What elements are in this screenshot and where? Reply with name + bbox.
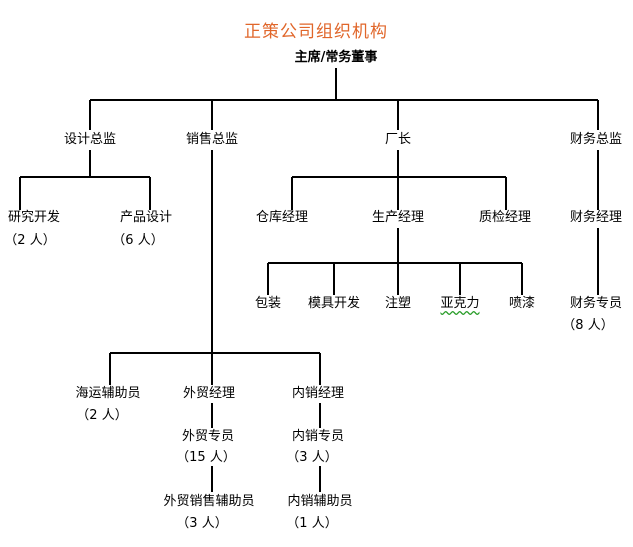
node-shipping-assistant-count: （2 人） bbox=[76, 408, 128, 423]
node-foreign-trade-staff-count: （15 人） bbox=[176, 450, 236, 465]
node-foreign-trade-manager: 外贸经理 bbox=[182, 386, 236, 401]
node-product-design-count: （6 人） bbox=[112, 233, 164, 248]
node-domestic-sales-assistant-count: （1 人） bbox=[286, 516, 338, 531]
node-acrylic: 亚克力 bbox=[440, 296, 480, 311]
node-product-design: 产品设计 bbox=[119, 210, 173, 225]
node-production-manager: 生产经理 bbox=[371, 210, 425, 225]
node-warehouse-manager: 仓库经理 bbox=[255, 210, 309, 225]
node-domestic-sales-assistant: 内销辅助员 bbox=[287, 494, 353, 509]
node-spray-paint: 喷漆 bbox=[508, 296, 536, 311]
node-rnd-count: （2 人） bbox=[4, 233, 56, 248]
node-shipping-assistant: 海运辅助员 bbox=[75, 386, 141, 401]
node-mold-dev: 模具开发 bbox=[307, 296, 361, 311]
node-injection: 注塑 bbox=[384, 296, 412, 311]
node-rnd: 研究开发 bbox=[7, 210, 61, 225]
node-finance-staff: 财务专员 bbox=[569, 296, 623, 311]
node-design-director: 设计总监 bbox=[63, 132, 117, 147]
node-finance-manager: 财务经理 bbox=[569, 210, 623, 225]
node-finance-staff-count: （8 人） bbox=[562, 318, 614, 333]
node-finance-director: 财务总监 bbox=[569, 132, 623, 147]
node-domestic-sales-staff: 内销专员 bbox=[291, 429, 345, 444]
chart-title: 正策公司组织机构 bbox=[244, 22, 388, 42]
node-chairman: 主席/常务董事 bbox=[294, 50, 378, 65]
node-factory-director: 厂长 bbox=[384, 132, 412, 147]
node-domestic-sales-staff-count: （3 人） bbox=[286, 450, 338, 465]
node-packaging: 包装 bbox=[254, 296, 282, 311]
node-qc-manager: 质检经理 bbox=[478, 210, 532, 225]
node-foreign-sales-assistant: 外贸销售辅助员 bbox=[163, 494, 255, 509]
node-foreign-trade-staff: 外贸专员 bbox=[181, 429, 235, 444]
node-domestic-sales-manager: 内销经理 bbox=[291, 386, 345, 401]
node-foreign-sales-assistant-count: （3 人） bbox=[176, 516, 228, 531]
node-sales-director: 销售总监 bbox=[185, 132, 239, 147]
